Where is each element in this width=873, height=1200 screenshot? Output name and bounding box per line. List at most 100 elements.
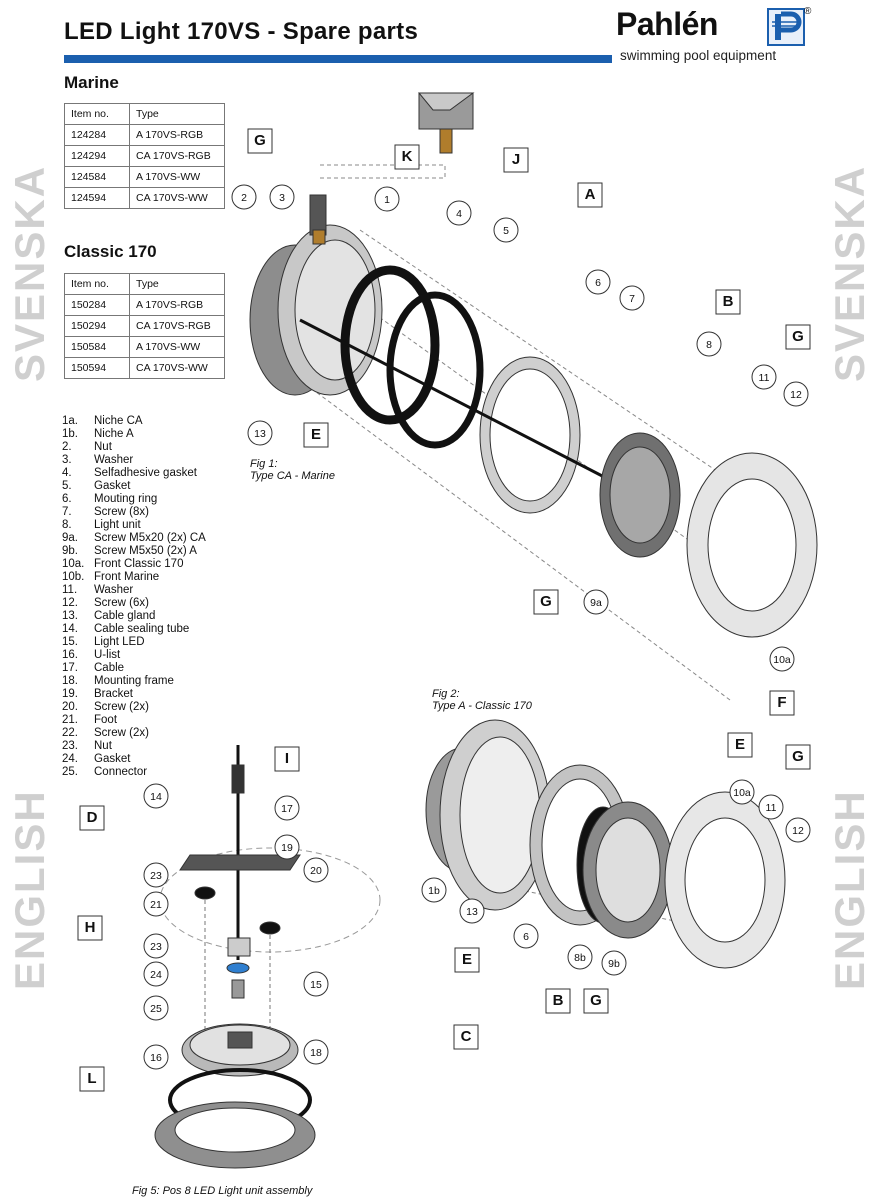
callout-label: 11 (766, 802, 777, 814)
callout-bubble: 11 (758, 794, 784, 820)
fig2-drawing (425, 719, 786, 969)
callout-label: 18 (310, 1047, 322, 1059)
part-number: 1b. (62, 428, 78, 440)
parts-list-item: 20.Screw (2x) (62, 701, 206, 714)
part-name: Niche A (94, 428, 134, 440)
part-name: Cable (94, 662, 125, 674)
parts-list-item: 24. Gasket (62, 753, 206, 766)
part-number: 20. (62, 701, 78, 713)
callout-label: G (540, 593, 552, 610)
callout-label: B (723, 293, 734, 310)
callout-label: 23 (150, 870, 162, 882)
callout-box: G (583, 988, 609, 1014)
part-number: 9a. (62, 532, 78, 544)
callout-label: H (85, 919, 96, 936)
callout-label: 21 (150, 899, 162, 911)
callout-label: D (87, 809, 98, 826)
parts-list-item: 2.Nut (62, 441, 206, 454)
callout-bubble: 15 (303, 971, 329, 997)
part-name: Mounting frame (94, 675, 174, 687)
brand-logo: Pahlén ® swimming pool equipment (612, 6, 822, 66)
type: A 170VS-WW (129, 166, 225, 188)
part-name: Bracket (94, 688, 133, 700)
registered-mark: ® (804, 6, 812, 17)
parts-list-item: 25.Connector (62, 766, 206, 779)
callout-bubble: 1 (374, 186, 400, 212)
callout-label: G (792, 748, 804, 765)
type: A 170VS-WW (129, 336, 225, 358)
callout-box: L (79, 1066, 105, 1092)
callout-label: 12 (792, 825, 804, 837)
callout-label: 15 (310, 979, 322, 991)
part-name: Nut (94, 740, 112, 752)
item-no: 124594 (64, 187, 130, 209)
callout-label: 19 (281, 842, 293, 854)
parts-list-item: 3.Washer (62, 454, 206, 467)
part-name: Cable gland (94, 610, 156, 622)
parts-list-item: 4. Selfadhesive gasket (62, 467, 206, 480)
parts-list-item: 21.Foot (62, 714, 206, 727)
header-rule (64, 55, 612, 63)
part-name: Selfadhesive gasket (94, 467, 197, 479)
callout-label: 2 (241, 192, 247, 204)
item-no: 124294 (64, 145, 130, 167)
callout-bubble: 23 (143, 862, 169, 888)
callout-box: E (727, 732, 753, 758)
callout-box: E (303, 422, 329, 448)
callout-label: 17 (281, 803, 293, 815)
logo-p-icon (767, 8, 805, 46)
callout-box: A (577, 182, 603, 208)
callout-box: D (79, 805, 105, 831)
callout-bubble: 5 (493, 217, 519, 243)
part-number: 24. (62, 753, 78, 765)
fig1-subtitle: Type CA - Marine (250, 470, 335, 482)
part-name: Light LED (94, 636, 145, 648)
callout-label: 13 (466, 906, 478, 918)
callout-label: G (590, 992, 602, 1009)
parts-list-item: 22.Screw (2x) (62, 727, 206, 740)
part-name: Cable sealing tube (94, 623, 190, 635)
callout-bubble: 12 (783, 381, 809, 407)
parts-list-item: 1a.Niche CA (62, 415, 206, 428)
part-number: 19. (62, 688, 78, 700)
callout-label: 10a (733, 787, 751, 799)
parts-list-item: 8.Light unit (62, 519, 206, 532)
callout-label: 4 (456, 208, 462, 220)
callout-bubble: 21 (143, 891, 169, 917)
parts-list-item: 17. Cable (62, 662, 206, 675)
logo-tagline: swimming pool equipment (620, 48, 777, 63)
callout-bubble: 9b (601, 950, 627, 976)
item-no: 124284 (64, 124, 130, 146)
callout-label: G (792, 328, 804, 345)
type: A 170VS-RGB (129, 294, 225, 316)
parts-list-item: 10a.Front Classic 170 (62, 558, 206, 571)
fig2-caption: Fig 2: Type A - Classic 170 (432, 688, 532, 712)
callout-box: G (533, 589, 559, 615)
callout-bubble: 7 (619, 285, 645, 311)
callout-bubble: 3 (269, 184, 295, 210)
parts-list-item: 16.U-list (62, 649, 206, 662)
part-name: Screw M5x50 (2x) A (94, 545, 197, 557)
parts-list-item: 23.Nut (62, 740, 206, 753)
part-number: 4. (62, 467, 72, 479)
parts-list-item: 10b.Front Marine (62, 571, 206, 584)
part-name: Screw (6x) (94, 597, 149, 609)
part-number: 25. (62, 766, 78, 778)
part-name: Screw (2x) (94, 727, 149, 739)
fig2-label: Fig 2: (432, 688, 460, 700)
callout-bubble: 13 (247, 420, 273, 446)
item-no: 150594 (64, 357, 130, 379)
part-name: Gasket (94, 753, 131, 765)
callout-label: 11 (759, 372, 770, 384)
item-no: 150284 (64, 294, 130, 316)
part-number: 17. (62, 662, 78, 674)
callout-box: C (453, 1024, 479, 1050)
parts-list-item: 11.Washer (62, 584, 206, 597)
type: CA 170VS-WW (129, 357, 225, 379)
